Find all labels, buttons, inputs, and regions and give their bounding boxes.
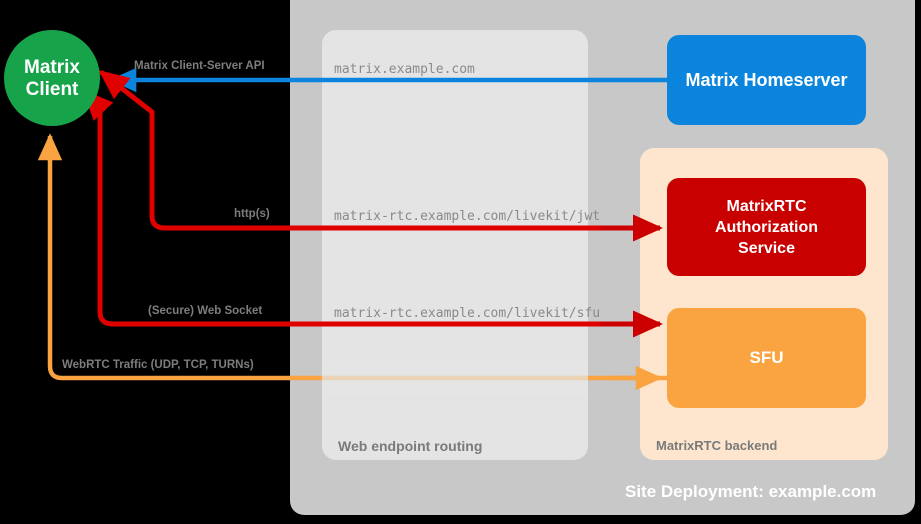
edge-label-webrtc-traffic: WebRTC Traffic (UDP, TCP, TURNs) — [62, 359, 254, 371]
edge-label-secure-web-socket: (Secure) Web Socket — [148, 305, 263, 317]
url-label-livekit-sfu: matrix-rtc.example.com/livekit/sfu — [334, 306, 601, 321]
node-matrixrtc-authorization-service[interactable] — [667, 178, 866, 276]
edge-label-https: http(s) — [234, 208, 270, 220]
edge-label-matrix-client-server-api: Matrix Client-Server API — [134, 60, 265, 72]
connection-livekit-sfu — [82, 89, 658, 327]
web-endpoint-routing-caption: Web endpoint routing — [338, 438, 483, 454]
node-matrix-client[interactable] — [4, 30, 100, 126]
url-label-matrix-example-com: matrix.example.com — [334, 62, 475, 77]
site-deployment-caption: Site Deployment: example.com — [625, 482, 877, 501]
node-matrix-homeserver[interactable] — [667, 35, 866, 125]
routing-panel-overlay — [322, 360, 588, 396]
node-sfu[interactable] — [667, 308, 866, 408]
web-endpoint-routing-panel — [322, 30, 588, 460]
matrixrtc-backend-caption: MatrixRTC backend — [656, 438, 778, 453]
connection-livekit-jwt — [98, 70, 658, 231]
connection-webrtc-traffic — [37, 133, 864, 381]
url-label-livekit-jwt: matrix-rtc.example.com/livekit/jwt — [334, 209, 601, 224]
